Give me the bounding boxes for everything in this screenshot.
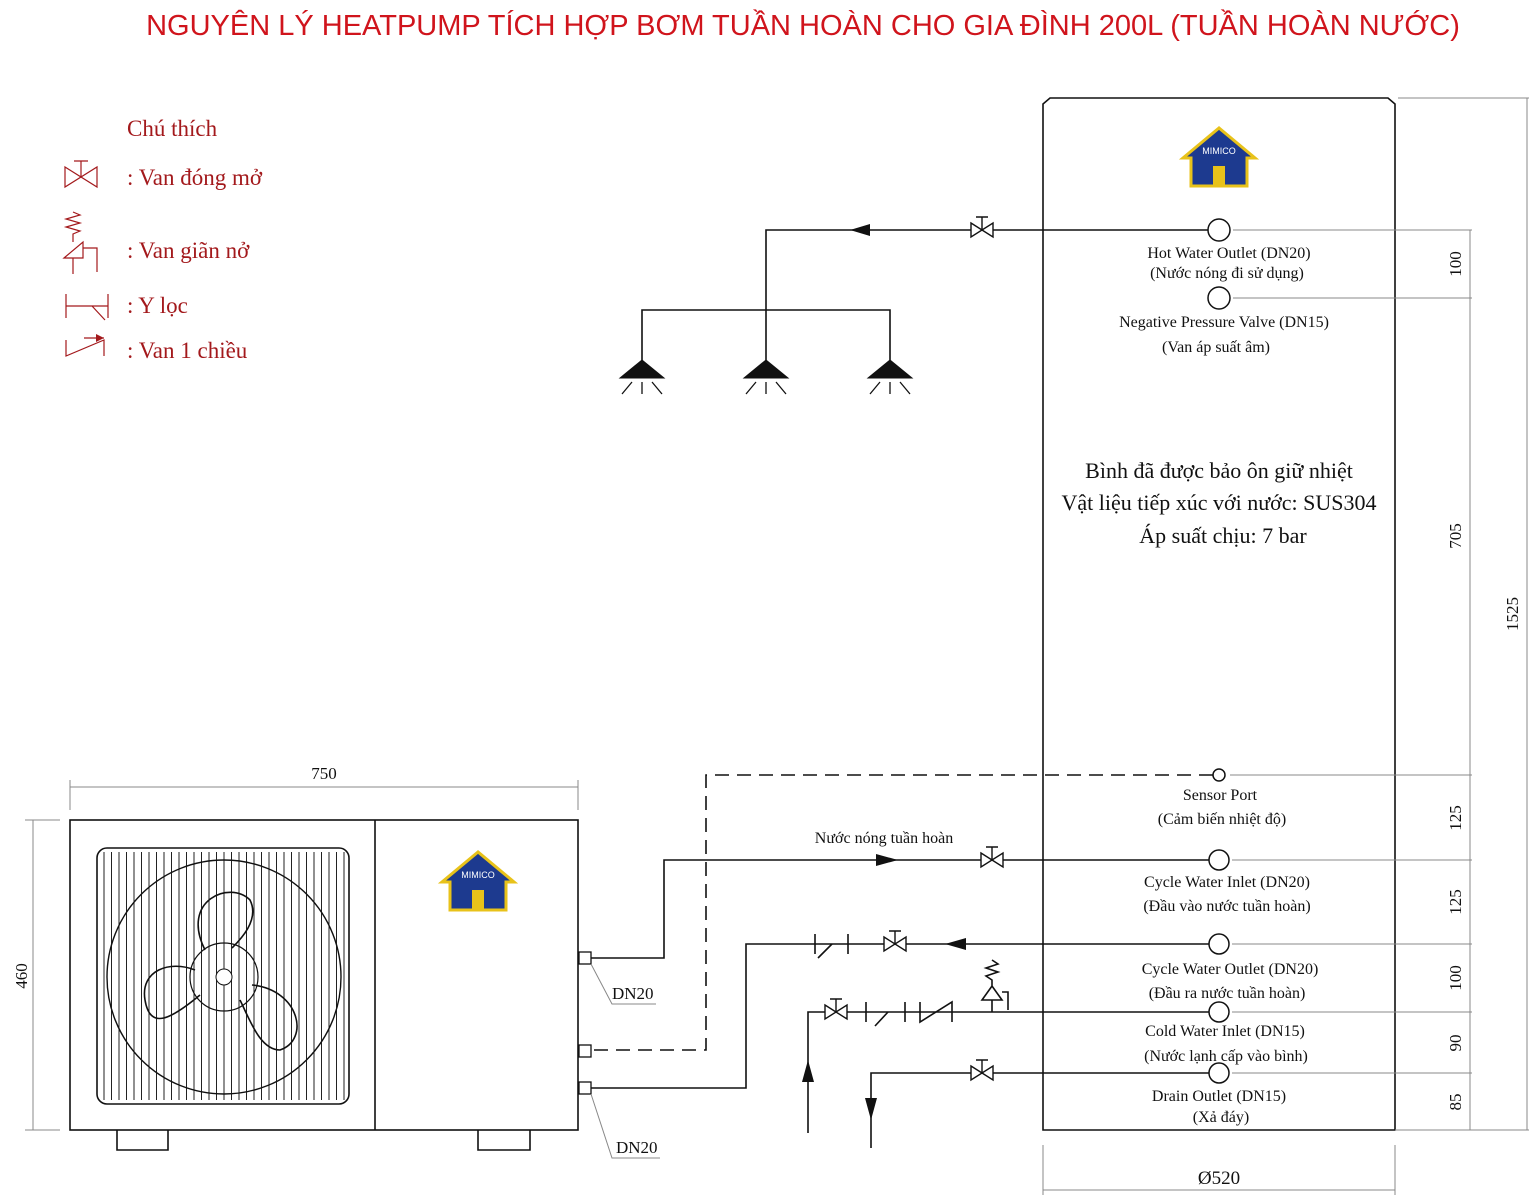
unit-width: 750 xyxy=(311,764,337,783)
svg-text:90: 90 xyxy=(1446,1035,1465,1052)
port-name: Hot Water Outlet (DN20) xyxy=(1147,245,1310,262)
shower-head-icon xyxy=(619,357,665,395)
pipe-label: Nước nóng tuần hoàn xyxy=(815,830,953,847)
port-name: Cycle Water Outlet (DN20) xyxy=(1142,961,1319,978)
heat-pump-unit: MIMICO 750 460 DN20 DN20 xyxy=(12,764,660,1159)
port-desc: (Xả đáy) xyxy=(1193,1109,1249,1126)
circulation-piping: Nước nóng tuần hoàn xyxy=(591,774,1213,1148)
check-valve-icon xyxy=(919,1000,953,1024)
tank-diameter: Ø520 xyxy=(1198,1168,1240,1189)
port-desc: (Cảm biến nhiệt độ) xyxy=(1158,811,1286,828)
unit-height: 460 xyxy=(12,963,31,989)
y-strainer-icon xyxy=(65,294,109,321)
legend-label: : Van giãn nở xyxy=(127,238,250,263)
y-strainer-icon xyxy=(814,934,849,959)
expansion-valve-icon xyxy=(980,959,1009,1012)
port-desc: (Đầu ra nước tuần hoàn) xyxy=(1149,985,1306,1002)
gate-valve-icon xyxy=(883,930,907,952)
dn-label: DN20 xyxy=(616,1138,658,1157)
svg-text:85: 85 xyxy=(1446,1094,1465,1111)
shower-head-icon xyxy=(743,357,789,395)
check-valve-icon xyxy=(65,334,105,357)
y-strainer-icon xyxy=(865,1002,906,1027)
port-desc: (Đầu vào nước tuần hoàn) xyxy=(1143,898,1310,915)
mimico-logo: MIMICO xyxy=(1181,126,1257,188)
legend-heading: Chú thích xyxy=(127,116,218,141)
port-name: Cycle Water Inlet (DN20) xyxy=(1144,874,1310,891)
dn-label: DN20 xyxy=(612,984,654,1003)
legend: Chú thích : Van đóng mở : Van giãn nở : … xyxy=(62,116,263,363)
fan-grille xyxy=(96,847,350,1105)
port-name: Negative Pressure Valve (DN15) xyxy=(1119,314,1329,331)
gate-valve-icon xyxy=(970,216,994,238)
svg-text:125: 125 xyxy=(1446,889,1465,915)
legend-label: : Van đóng mở xyxy=(127,165,263,190)
expansion-valve-icon xyxy=(62,211,98,274)
svg-text:125: 125 xyxy=(1446,805,1465,831)
port-desc: (Van áp suất âm) xyxy=(1162,339,1270,356)
port-name: Sensor Port xyxy=(1183,787,1258,804)
tank-dimensions: 100 705 125 125 100 90 85 1525 Ø520 xyxy=(1042,97,1529,1195)
hot-water-piping xyxy=(619,216,1208,395)
port-desc: (Nước nóng đi sử dụng) xyxy=(1150,265,1304,282)
shower-head-icon xyxy=(867,357,913,395)
tank-info: Bình đã được bảo ôn giữ nhiệt xyxy=(1085,458,1353,483)
storage-tank: MIMICO Bình đã được bảo ôn giữ nhiệt Vật… xyxy=(1042,97,1396,1131)
svg-text:705: 705 xyxy=(1446,523,1465,549)
legend-label: : Van 1 chiều xyxy=(127,338,248,363)
gate-valve-icon xyxy=(824,998,848,1020)
tank-info: Vật liệu tiếp xúc với nước: SUS304 xyxy=(1061,490,1376,515)
gate-valve-icon xyxy=(64,160,98,189)
gate-valve-icon xyxy=(980,846,1004,868)
tank-ports: Hot Water Outlet (DN20) (Nước nóng đi sử… xyxy=(1119,218,1329,1126)
svg-text:MIMICO: MIMICO xyxy=(461,870,495,880)
legend-label: : Y lọc xyxy=(127,293,188,318)
port-name: Cold Water Inlet (DN15) xyxy=(1145,1023,1305,1040)
diagram-title: NGUYÊN LÝ HEATPUMP TÍCH HỢP BƠM TUẦN HOÀ… xyxy=(146,8,1460,42)
mimico-logo: MIMICO xyxy=(440,850,516,912)
gate-valve-icon xyxy=(970,1059,994,1081)
tank-height: 1525 xyxy=(1503,597,1522,631)
svg-text:100: 100 xyxy=(1446,965,1465,991)
port-name: Drain Outlet (DN15) xyxy=(1152,1088,1286,1105)
sensor-line xyxy=(591,774,1213,1051)
flow-arrow-icon xyxy=(850,224,870,236)
tank-info: Áp suất chịu: 7 bar xyxy=(1139,523,1307,548)
svg-text:100: 100 xyxy=(1446,251,1465,277)
port-desc: (Nước lạnh cấp vào bình) xyxy=(1144,1048,1308,1065)
svg-text:MIMICO: MIMICO xyxy=(1202,146,1236,156)
